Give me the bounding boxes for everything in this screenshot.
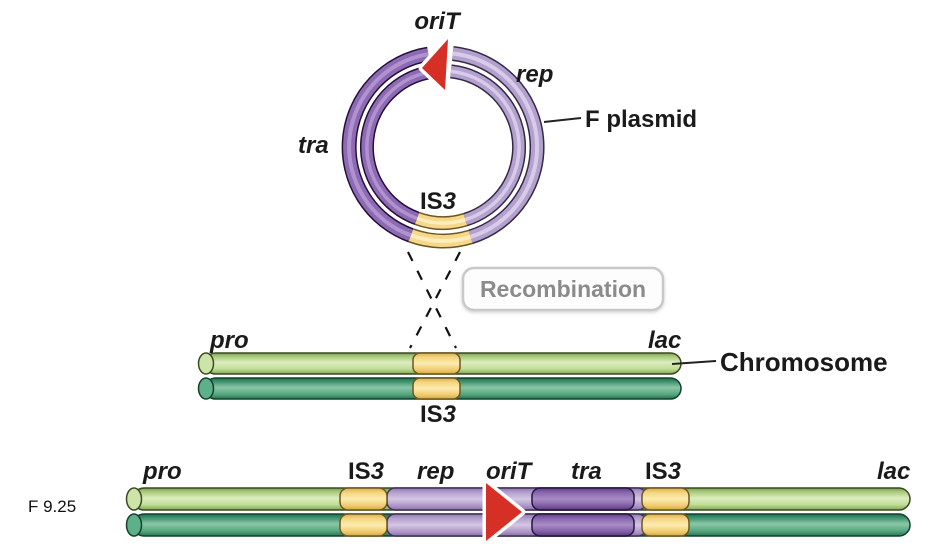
orit-arrow-icon: [418, 35, 452, 94]
plasmid-rep-label: rep: [516, 61, 553, 88]
integrated-top-is3-right: [641, 487, 690, 511]
plasmid-outer-is3-highlight: [410, 233, 472, 243]
chromosome-lac-label: lac: [648, 327, 681, 354]
plasmid-inner-is3-highlight: [416, 216, 466, 225]
recombination-dashed-line-right: [409, 251, 461, 349]
integrated-orit-label: oriT: [486, 458, 534, 485]
f-plasmid-callout: F plasmid: [585, 106, 697, 133]
chromosome-duplex: [197, 352, 682, 400]
chromosome-pro-label: pro: [209, 327, 249, 354]
integrated-top-end-cap: [125, 487, 143, 511]
plasmid-inner-rep-outline: [450, 64, 526, 227]
integrated-pro-label: pro: [142, 458, 182, 485]
recombination-label: Recombination: [480, 276, 646, 302]
plasmid-outer-tra-highlight: [347, 52, 429, 238]
chromosome-leader-line: [671, 360, 717, 365]
chromosome-is3-label: IS3: [420, 401, 457, 428]
integrated-bottom-tra-region: [531, 513, 635, 537]
integrated-orit-arrow-icon: [482, 479, 526, 545]
integrated-top-tra-region: [531, 487, 635, 511]
f-plasmid-ring: [341, 35, 545, 249]
plasmid-orit-label: oriT: [414, 8, 462, 35]
figure-number-label: F 9.25: [28, 497, 76, 516]
integrated-top-is3-left: [339, 487, 388, 511]
chromosome-top-is3-segment: [412, 352, 461, 375]
chromosome-bottom-end-cap: [197, 377, 215, 400]
integrated-bottom-is3-left: [339, 513, 388, 537]
chromosome-callout: Chromosome: [720, 347, 888, 377]
integrated-chromosome: [125, 479, 911, 545]
recombination-cross: [407, 251, 461, 349]
plasmid-tra-label: tra: [298, 132, 329, 159]
recombination-dashed-line-left: [407, 251, 457, 349]
integrated-bottom-is3-right: [641, 513, 690, 537]
integrated-top-strand: [125, 487, 911, 511]
recombination-box: [461, 266, 665, 312]
integrated-tra-label: tra: [571, 458, 602, 485]
plasmid-inner-tra-highlight: [365, 70, 432, 221]
integrated-rep-label: rep: [417, 458, 454, 485]
chromosome-top-end-cap: [197, 352, 215, 375]
chromosome-bottom-is3-segment: [412, 377, 461, 400]
integrated-is3-right-label: IS3: [645, 458, 682, 485]
plasmid-inner-rep-highlight: [450, 69, 521, 222]
plasmid-is3-label: IS3: [420, 188, 457, 215]
f-plasmid-leader-line: [543, 117, 582, 123]
plasmid-outer-rep-highlight: [452, 51, 540, 239]
integrated-lac-label: lac: [877, 458, 910, 485]
recombination-badge: Recombination: [461, 266, 665, 312]
integrated-is3-left-label: IS3: [348, 458, 385, 485]
integrated-bottom-end-cap: [125, 513, 143, 537]
